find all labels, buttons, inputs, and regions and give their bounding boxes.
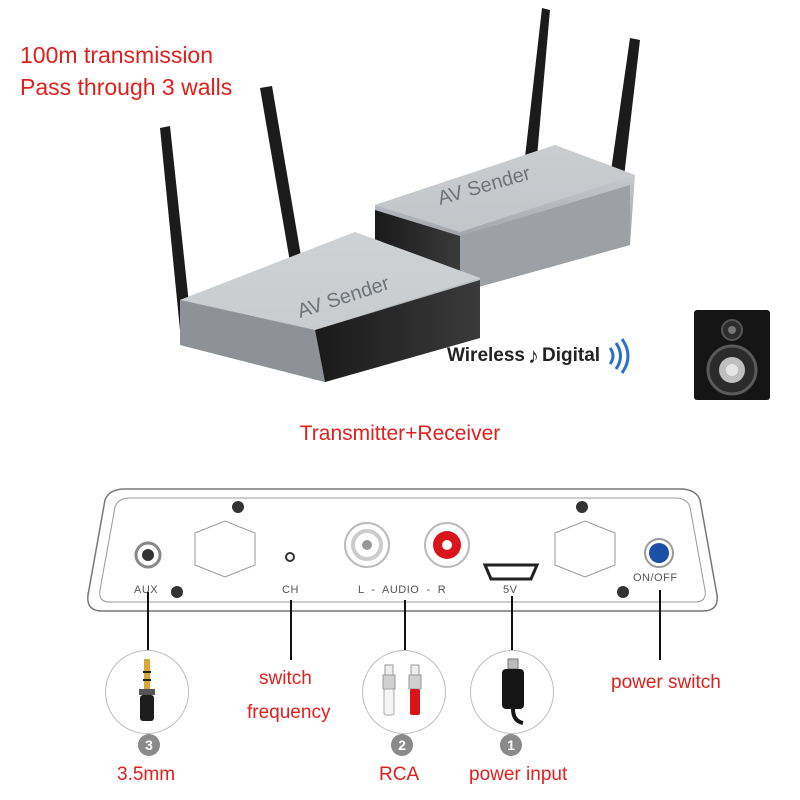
product-caption: Transmitter+Receiver: [299, 422, 501, 445]
aux-jack-icon: [134, 541, 162, 569]
headline-walls: Pass through 3 walls: [20, 74, 233, 100]
rca-plug-icon: [382, 664, 422, 716]
badge-1: 1: [500, 734, 522, 756]
screw-icon: [232, 501, 244, 513]
antenna-back-right: [608, 38, 640, 194]
badge-2: 2: [391, 734, 413, 756]
screw-icon: [576, 501, 588, 513]
aux-callout-line: [147, 592, 149, 650]
headline-range: 100m transmission: [20, 42, 214, 68]
product-illustration: AV Sender AV Sender: [160, 8, 640, 382]
micro-usb-port-icon: [482, 563, 540, 581]
antenna-back-left: [524, 8, 550, 168]
power-button-icon: [644, 538, 674, 568]
screw-icon: [171, 586, 183, 598]
micro-usb-plug-icon: [502, 658, 524, 725]
sender-unit-front: AV Sender: [180, 232, 480, 382]
aux-label: AUX: [134, 584, 159, 596]
audio-jack-plug-icon: [139, 659, 155, 721]
antenna-front-left: [160, 126, 192, 332]
ch-label: CH: [282, 584, 299, 596]
wireless-digital-banner: Wireless ♪ Digital: [447, 338, 632, 374]
audio-jack-plug-circle: [105, 650, 189, 734]
label-power-input: power input: [469, 764, 568, 785]
power-switch-callout-line: [659, 590, 661, 660]
speaker-icon: [694, 310, 770, 400]
antenna-front-right: [260, 86, 302, 262]
badge-3: 3: [138, 734, 160, 756]
wifi-waves-icon: [608, 338, 630, 374]
label-3-5mm: 3.5mm: [117, 764, 176, 785]
audio-label: L - AUDIO - R: [358, 584, 447, 596]
digital-text: Digital: [542, 345, 601, 366]
frequency-text: frequency: [247, 702, 331, 723]
rear-panel: [87, 488, 718, 612]
wireless-text: Wireless: [447, 345, 525, 366]
rca-left-icon: [344, 522, 390, 568]
rca-callout-line: [404, 600, 406, 652]
screw-icon: [617, 586, 629, 598]
power-callout-line: [511, 596, 513, 652]
power-switch-text: power switch: [611, 672, 721, 693]
sender-unit-back: AV Sender: [375, 145, 635, 292]
power-port-label: 5V: [503, 584, 518, 596]
ch-button-icon: [285, 552, 295, 562]
micro-usb-plug-circle: [470, 650, 554, 734]
switch-text: switch: [259, 668, 312, 689]
music-note-icon: ♪: [528, 343, 539, 368]
rca-right-icon: [424, 522, 470, 568]
on-off-label: ON/OFF: [633, 572, 678, 584]
rca-plug-circle: [362, 650, 446, 734]
label-rca: RCA: [379, 764, 420, 785]
ch-callout-line: [290, 600, 292, 660]
